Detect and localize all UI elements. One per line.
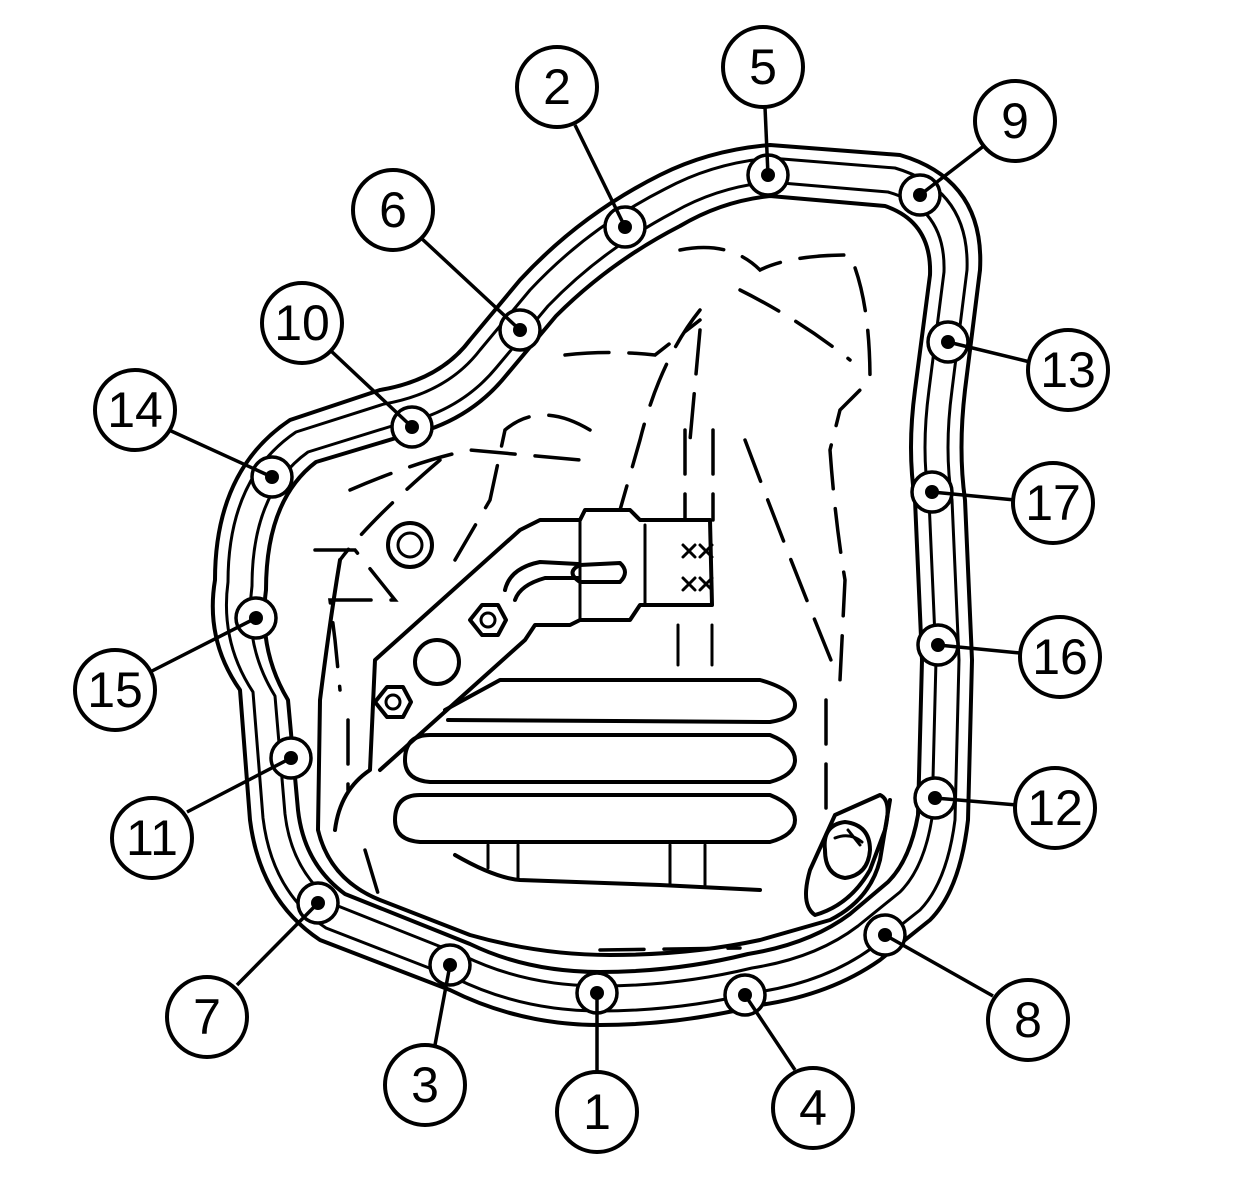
callout-label-11: 11 (126, 810, 178, 866)
baffle-marks (681, 543, 714, 592)
callouts: 1 2 3 4 5 6 7 8 9 10 11 12 13 14 15 16 1… (73, 25, 1110, 1154)
callout-12: 12 (1013, 766, 1097, 850)
callout-2: 2 (515, 45, 599, 129)
baffle-slot-lines (578, 518, 647, 622)
hidden-lines (313, 245, 872, 952)
callout-label-7: 7 (193, 989, 221, 1045)
callout-3: 3 (383, 1043, 467, 1127)
callout-label-17: 17 (1025, 475, 1081, 531)
callout-label-2: 2 (543, 59, 571, 115)
callout-14: 14 (93, 368, 177, 452)
callout-13: 13 (1026, 328, 1110, 412)
drain-plug (804, 793, 890, 917)
callout-label-5: 5 (749, 39, 777, 95)
callout-7: 7 (165, 975, 249, 1059)
callout-10: 10 (260, 281, 344, 365)
callout-label-8: 8 (1014, 992, 1042, 1048)
callout-5: 5 (721, 25, 805, 109)
baffle-hole (413, 638, 461, 686)
leader-lines (149, 106, 1031, 1072)
callout-9: 9 (973, 79, 1057, 163)
callout-17: 17 (1011, 461, 1095, 545)
oil-baffle-plate (333, 508, 714, 832)
callout-label-12: 12 (1027, 780, 1083, 836)
callout-8: 8 (986, 978, 1070, 1062)
callout-16: 16 (1018, 615, 1102, 699)
flange-inner-edge (262, 194, 933, 974)
callout-label-9: 9 (1001, 93, 1029, 149)
callout-label-1: 1 (583, 1084, 611, 1140)
callout-15: 15 (73, 648, 157, 732)
callout-1: 1 (555, 1070, 639, 1154)
callout-6: 6 (351, 168, 435, 252)
hex-nuts (373, 603, 508, 719)
callout-11: 11 (110, 796, 194, 880)
flange-outer-edge (210, 143, 983, 1027)
callout-label-13: 13 (1040, 342, 1096, 398)
callout-label-16: 16 (1032, 629, 1088, 685)
pan-interior (313, 245, 892, 957)
callout-label-3: 3 (411, 1057, 439, 1113)
pan-wall (316, 558, 892, 957)
drain-plug-stud (386, 521, 434, 569)
callout-label-14: 14 (107, 382, 163, 438)
pan-ribs (393, 623, 797, 892)
pickup-tube (503, 560, 627, 602)
callout-label-6: 6 (379, 182, 407, 238)
callout-4: 4 (771, 1066, 855, 1150)
callout-label-10: 10 (274, 295, 330, 351)
callout-label-15: 15 (87, 662, 143, 718)
callout-label-4: 4 (799, 1080, 827, 1136)
